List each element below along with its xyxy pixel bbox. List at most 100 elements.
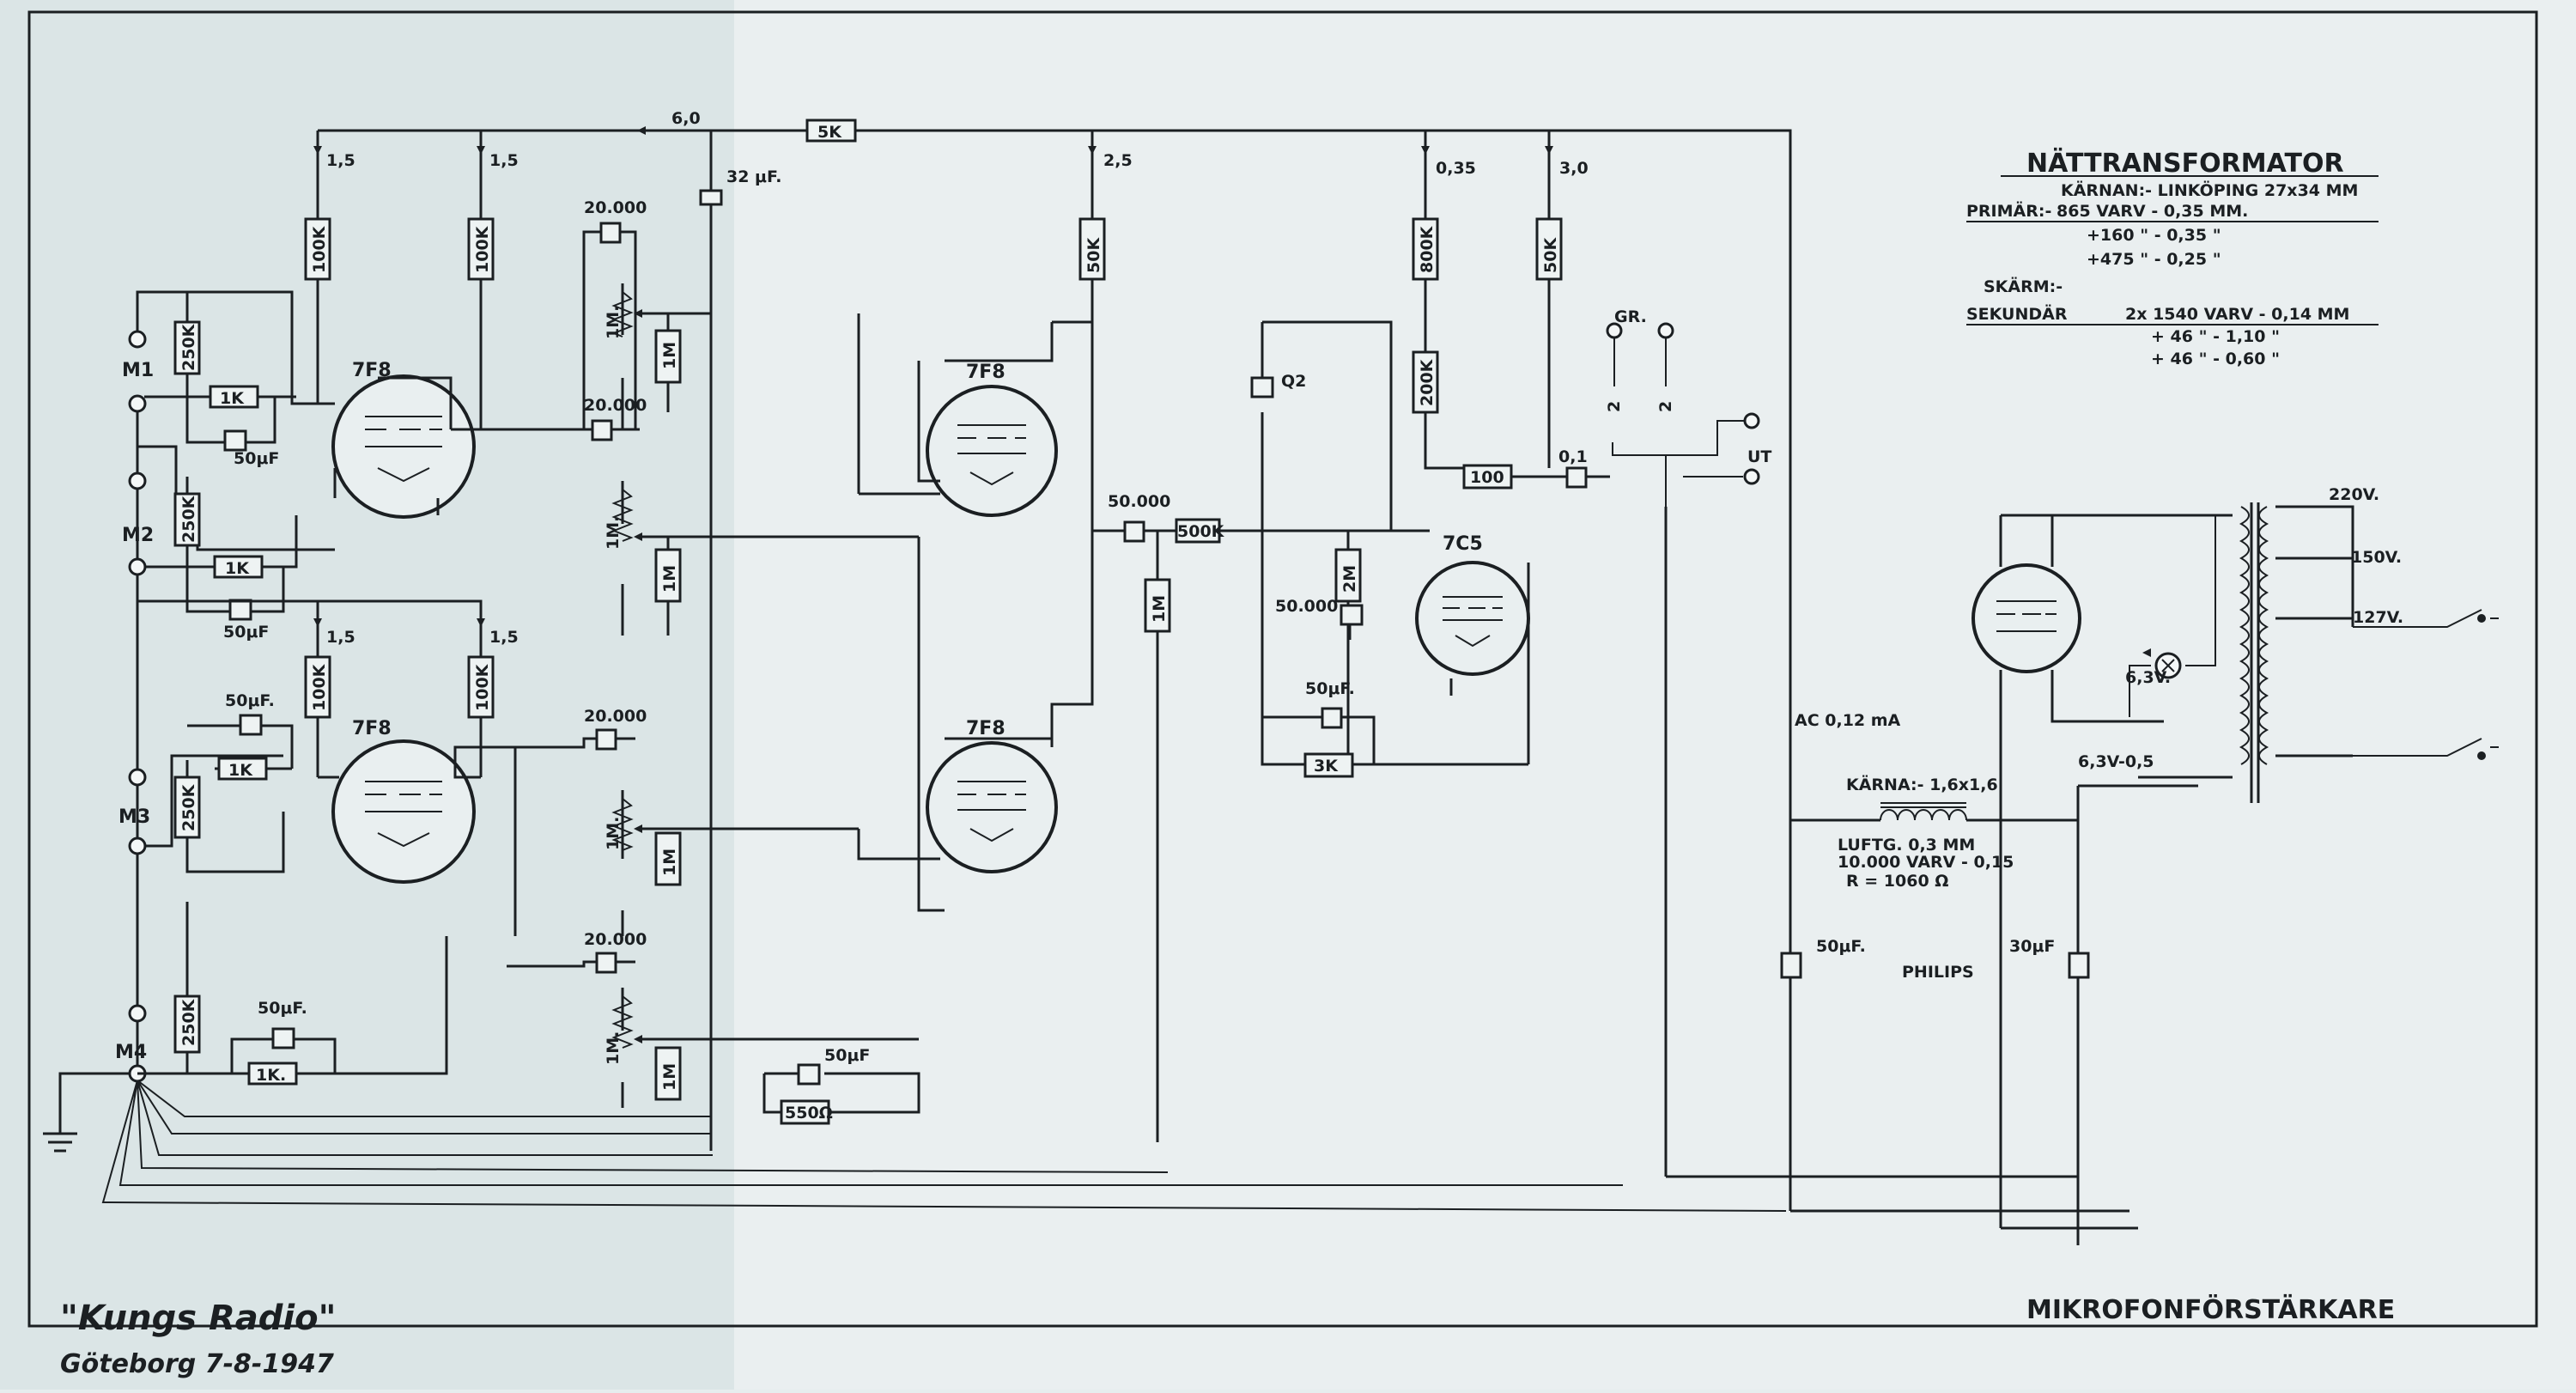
cap-20000-4-label: 20.000: [584, 930, 647, 949]
cap-q2-label: Q2: [1281, 372, 1306, 391]
r-50k-2-label: 50K: [1541, 237, 1560, 273]
spec-primary-0: 865 VARV - 0,35 MM.: [2057, 202, 2248, 221]
cap-20000-2-label: 20.000: [584, 396, 647, 415]
voltage-label-4: 1,5: [489, 628, 519, 647]
r-100-label: 100: [1470, 468, 1504, 487]
choke-winding: 10.000 VARV - 0,15: [1838, 853, 2014, 872]
filter-cap-right: [2068, 952, 2090, 979]
r-1k-4-label: 1K.: [256, 1066, 286, 1085]
spec-screen: SKÄRM:-: [1984, 276, 2063, 296]
jack-left-label: GR.: [1614, 307, 1647, 326]
r-100k-3-label: 100K: [310, 663, 329, 711]
cap-20000-1-label: 20.000: [584, 198, 647, 217]
r-1m-1-label: 1M: [660, 342, 679, 369]
r-2m-label: 2M: [1340, 565, 1359, 593]
filter-cap-right-label: 30μF: [2009, 937, 2055, 956]
r-1k-1-label: 1K: [220, 389, 245, 408]
spec-secondary-label: SEKUNDÄR: [1966, 303, 2068, 324]
voltage-label-3: 1,5: [326, 628, 355, 647]
cap-50uf-3-label: 50μF.: [225, 691, 275, 710]
heater-b-label: 6,3V-0,5: [2078, 752, 2154, 771]
spec-heading: NÄTTRANSFORMATOR: [2026, 148, 2344, 179]
mains-tap-127: 127V.: [2353, 608, 2403, 627]
pot-1m-1-label: 1M.: [604, 306, 623, 339]
transformer-spec-block: NÄTTRANSFORMATOR KÄRNAN:- LINKÖPING 27x3…: [1966, 148, 2358, 368]
signature-line2: Göteborg 7-8-1947: [60, 1349, 334, 1379]
tube-2-label: 7F8: [352, 718, 392, 739]
bus-resistor: [805, 119, 857, 143]
voltage-label-2: 1,5: [489, 151, 519, 170]
r-550-label: 550Ω: [785, 1104, 833, 1122]
choke-core: KÄRNA:- 1,6x1,6: [1846, 774, 1998, 794]
cap-50000-2-label: 50.000: [1275, 597, 1338, 616]
spec-primary-label: PRIMÄR:-: [1966, 200, 2051, 221]
pot-1m-2-label: 1M.: [604, 516, 623, 550]
tube-7f8-4: [926, 741, 1058, 873]
cap-50uf-5-label: 50μF: [824, 1046, 870, 1065]
jack-pin-2: 2: [1656, 401, 1675, 412]
r-100k-2-label: 100K: [473, 225, 492, 273]
cap-50uf-6-label: 50μF.: [1305, 679, 1355, 698]
filter-cap-left: [1780, 952, 1802, 979]
r-250k-1-label: 250K: [179, 323, 198, 371]
r-1m-4-label: 1M: [660, 1063, 679, 1091]
r-1m-3-label: 1M: [660, 849, 679, 876]
tube-5-label: 7C5: [1443, 533, 1483, 555]
input-m3-label: M3: [118, 806, 150, 828]
jack-pin-1: 2: [1605, 401, 1624, 412]
pot-1m-3-label: 1M.: [604, 817, 623, 850]
mains-tap-150: 150V.: [2351, 548, 2402, 567]
input-m2-label: M2: [122, 525, 154, 546]
tube-3-label: 7F8: [966, 362, 1005, 383]
r-250k-3-label: 250K: [179, 783, 198, 831]
r-800k-label: 800K: [1418, 225, 1437, 273]
choke-resistance: R = 1060 Ω: [1846, 872, 1948, 891]
input-m1-label: M1: [122, 360, 154, 381]
mains-tap-220: 220V.: [2329, 485, 2379, 504]
jack-right-label: UT: [1747, 447, 1771, 466]
spec-secondary-0: 2x 1540 VARV - 0,14 MM: [2125, 305, 2349, 324]
choke-current: AC 0,12 mA: [1795, 711, 1901, 730]
tube-7c5: [1415, 561, 1530, 676]
diagram-title: MIKROFONFÖRSTÄRKARE: [2026, 1293, 2395, 1325]
filter-cap-left-label: 50μF.: [1816, 937, 1866, 956]
spec-secondary-1: + 46 " - 1,10 ": [2151, 327, 2280, 346]
signature-line1: "Kungs Radio": [60, 1299, 336, 1338]
tube-7f8-3: [926, 385, 1058, 517]
r-1m-5-label: 1M: [1150, 595, 1169, 623]
r-200k-label: 200K: [1418, 358, 1437, 406]
spec-secondary-2: + 46 " - 0,60 ": [2151, 350, 2280, 368]
voltage-label-5: 2,5: [1103, 151, 1133, 170]
cap-50uf-1-label: 50μF: [234, 449, 279, 468]
r-100k-1-label: 100K: [310, 225, 329, 273]
cap-20000-3-label: 20.000: [584, 707, 647, 726]
choke-gap: LUFTG. 0,3 MM: [1838, 836, 1975, 855]
cap-01-label: 0,1: [1558, 447, 1588, 466]
voltage-label-6: 0,35: [1436, 159, 1476, 178]
cap-50uf-2-label: 50μF: [223, 623, 269, 642]
input-m4-label: M4: [115, 1042, 147, 1063]
r-250k-4-label: 250K: [179, 998, 198, 1046]
rectifier-tube: [1971, 563, 2081, 673]
cap-50000-1-label: 50.000: [1108, 492, 1170, 511]
cap-32uf-label: 32 μF.: [726, 167, 781, 186]
spec-core: KÄRNAN:- LINKÖPING 27x34 MM: [2061, 179, 2358, 200]
spec-primary-1: +160 " - 0,35 ": [2087, 226, 2221, 245]
cap-50uf-4-label: 50μF.: [258, 999, 307, 1018]
r-1k-3-label: 1K: [228, 761, 253, 780]
bus-resistor-label: 5K: [817, 123, 842, 142]
r-100k-4-label: 100K: [473, 663, 492, 711]
r-3k-label: 3K: [1314, 757, 1339, 776]
r-500k-label: 500K: [1177, 522, 1225, 541]
r-1k-2-label: 1K: [225, 559, 250, 578]
pot-1m-4-label: 1M.: [604, 1031, 623, 1065]
tube-4-label: 7F8: [966, 718, 1005, 739]
voltage-label-1: 1,5: [326, 151, 355, 170]
brand-label: PHILIPS: [1902, 963, 1974, 982]
r-1m-2-label: 1M: [660, 565, 679, 593]
spec-primary-2: +475 " - 0,25 ": [2087, 250, 2221, 269]
cap-32uf: [699, 189, 723, 206]
r-50k-1-label: 50K: [1084, 237, 1103, 273]
